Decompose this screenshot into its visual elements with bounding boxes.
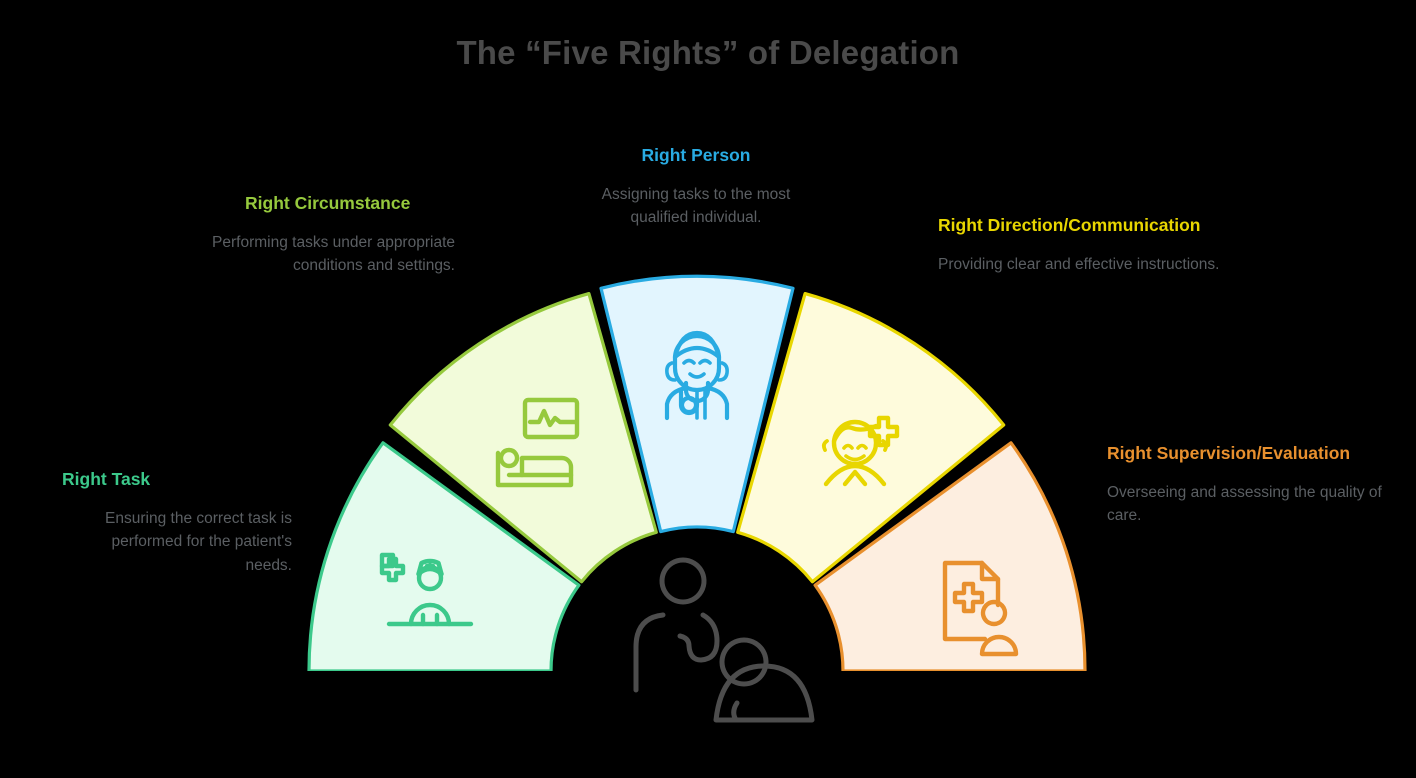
callout-desc-right-direction: Providing clear and effective instructio… <box>938 256 1220 274</box>
nurse-cross-icon <box>379 552 474 627</box>
callout-desc-right-circumstance: Performing tasks under appropriate condi… <box>212 234 455 275</box>
callout-title-right-circumstance: Right Circumstance <box>245 193 411 213</box>
callout-title-right-direction: Right Direction/Communication <box>938 215 1201 235</box>
hospital-bed-monitor-icon <box>495 397 580 488</box>
callout-desc-right-person: Assigning tasks to the most qualified in… <box>601 186 791 227</box>
page-title: The “Five Rights” of Delegation <box>456 34 960 71</box>
callout-right-direction[interactable]: Right Direction/Communication Providing … <box>938 212 1228 276</box>
wedge-right-task[interactable] <box>307 441 581 671</box>
wedge-right-person[interactable] <box>599 274 795 534</box>
doctor-stethoscope-icon <box>664 330 730 421</box>
callout-right-circumstance[interactable]: Right Circumstance Performing tasks unde… <box>205 190 455 278</box>
callout-desc-right-supervision: Overseeing and assessing the quality of … <box>1107 484 1382 525</box>
caregiver-icon <box>633 557 815 723</box>
medical-record-person-icon <box>942 560 1019 657</box>
callout-title-right-supervision: Right Supervision/Evaluation <box>1107 443 1351 463</box>
callout-title-right-task: Right Task <box>62 469 151 489</box>
callout-desc-right-task: Ensuring the correct task is performed f… <box>105 510 292 574</box>
callout-right-person[interactable]: Right Person Assigning tasks to the most… <box>580 142 812 230</box>
wedge-right-supervision[interactable] <box>813 441 1087 671</box>
wedge-right-circumstance[interactable] <box>388 292 658 584</box>
callout-title-right-person: Right Person <box>641 145 751 165</box>
callout-right-supervision[interactable]: Right Supervision/Evaluation Overseeing … <box>1107 440 1407 528</box>
wedge-right-direction[interactable] <box>736 292 1006 584</box>
patient-plus-icon <box>821 415 900 487</box>
callout-right-task[interactable]: Right Task Ensuring the correct task is … <box>62 466 292 577</box>
